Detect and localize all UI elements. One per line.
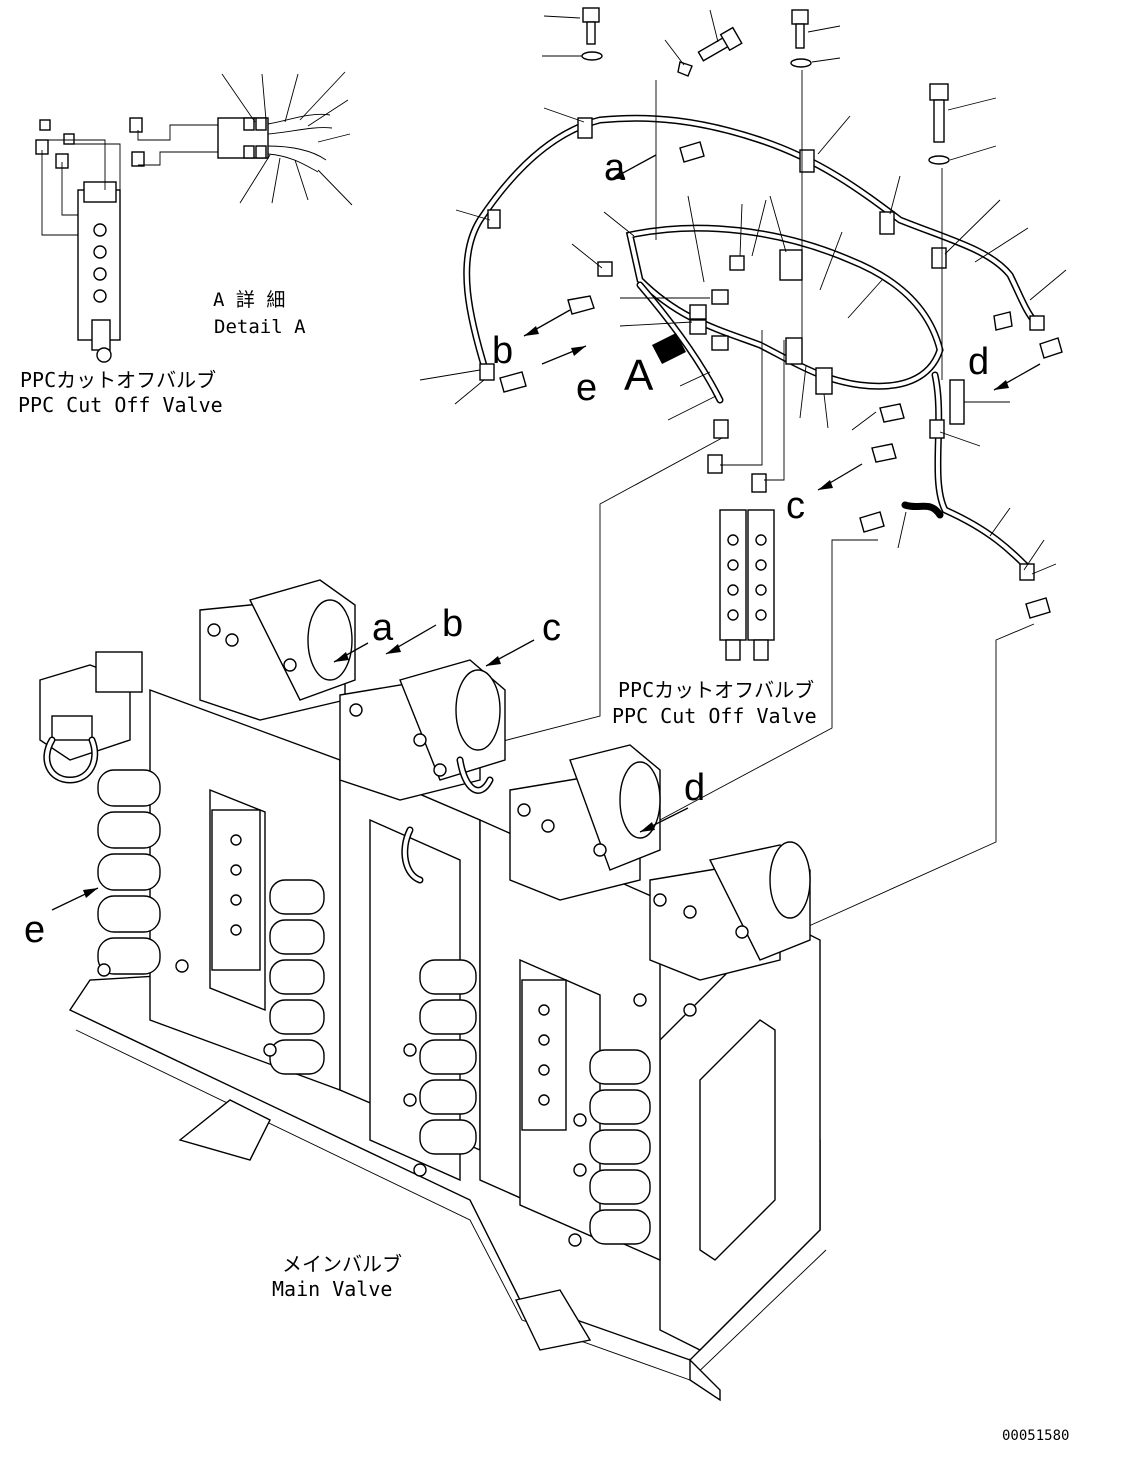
detail-a-title-en: Detail A — [214, 316, 306, 338]
ppc-cutoff-label-jp-right: PPCカットオフバルブ — [618, 678, 814, 702]
drawing-number: 00051580 — [1002, 1428, 1069, 1444]
ppc-cutoff-label-jp-left: PPCカットオフバルブ — [20, 368, 216, 392]
main-valve-assembly — [39, 579, 827, 1402]
callout-a-top: a — [604, 147, 626, 189]
callout-c-main: c — [542, 607, 561, 649]
ppc-cutoff-label-en-right: PPC Cut Off Valve — [612, 704, 817, 728]
main-valve-label-jp: メインバルブ — [282, 1252, 402, 1276]
callout-a-main: a — [372, 607, 394, 649]
detail-a-view — [35, 71, 353, 363]
ppc-cutoff-label-en-left: PPC Cut Off Valve — [18, 393, 223, 417]
callout-b-top: b — [492, 330, 513, 372]
callout-b-main: b — [442, 603, 463, 645]
view-A-marker: A — [624, 351, 654, 400]
callout-d-top: d — [968, 341, 989, 383]
callout-c-top: c — [786, 485, 805, 527]
detail-a-valve-body — [77, 189, 121, 341]
main-valve-label-en: Main Valve — [272, 1277, 392, 1301]
callout-d-main: d — [684, 767, 705, 809]
hose-assembly — [419, 7, 1067, 931]
callout-e-top: e — [576, 367, 597, 409]
detail-a-title-jp: A 詳 細 — [213, 289, 285, 311]
callout-e-main: e — [24, 909, 45, 951]
